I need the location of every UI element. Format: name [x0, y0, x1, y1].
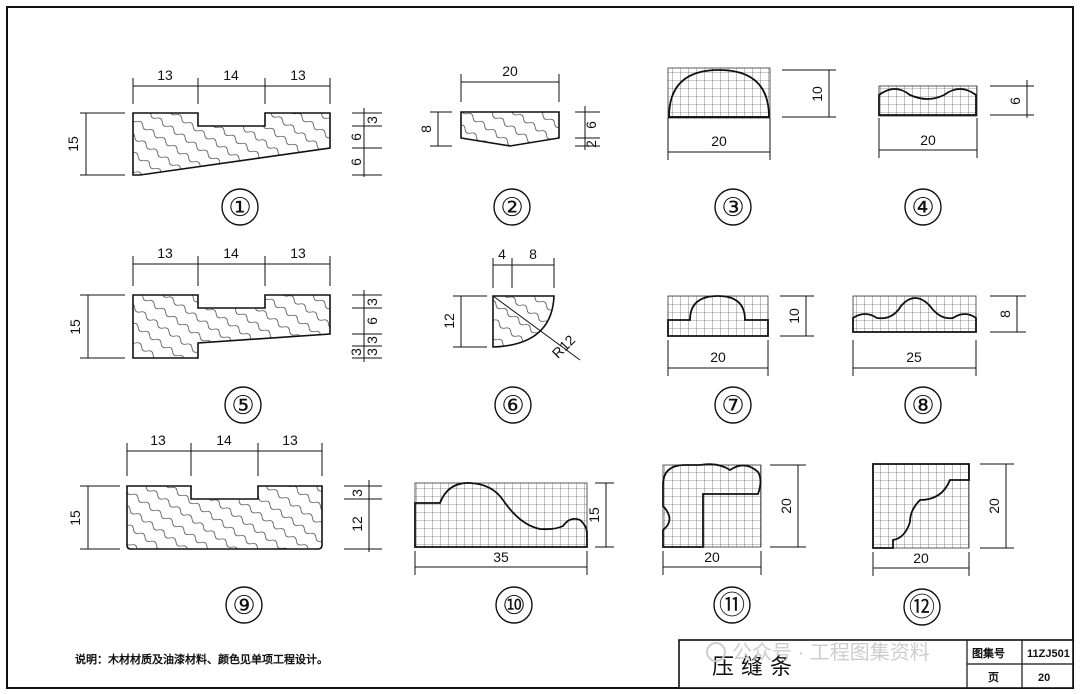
title-block-atlas-code: 11ZJ501 [1027, 648, 1070, 660]
figure-4: 20 6 ④ [878, 80, 1034, 226]
figure-1-dim-r2: 6 [348, 133, 364, 141]
figure-9-dim-c: 13 [282, 432, 298, 448]
figure-4-number: ④ [911, 192, 934, 222]
figure-7-number: ⑦ [721, 390, 744, 420]
figure-5-dim-c: 13 [290, 245, 306, 261]
figure-10-number: ⑩ [502, 590, 525, 620]
figure-2-number: ② [500, 192, 523, 222]
figure-11-dim-width: 20 [704, 549, 720, 565]
figure-11-number: ⑪ [719, 590, 745, 620]
title-block: 压 缝 条 图集号 11ZJ501 页 20 [678, 639, 1074, 689]
figure-1: 13 14 13 15 3 6 6 ① [65, 67, 382, 226]
figure-2-dim-r2: 2 [583, 140, 599, 148]
figure-5: 13 14 13 15 3 6 3 3 3 ⑤ [67, 245, 382, 424]
figure-5-dim-b: 14 [223, 245, 239, 261]
title-block-page-label: 页 [988, 671, 999, 684]
figure-3-dim-width: 20 [711, 133, 727, 149]
figure-10-profile [414, 482, 588, 548]
figure-7-dim-width: 20 [710, 349, 726, 365]
figure-5-dim-r5: 3 [364, 348, 380, 356]
figure-5-profile [132, 294, 331, 359]
figure-5-dim-r2: 6 [364, 317, 380, 325]
figure-6-dim-a: 4 [498, 246, 506, 262]
figure-3: 20 10 ③ [667, 67, 836, 226]
figure-2: 20 8 6 2 ② [418, 63, 600, 226]
figure-9-dim-a: 13 [150, 432, 166, 448]
figure-8: 25 8 ⑧ [852, 295, 1026, 424]
wechat-icon [706, 642, 726, 662]
figure-9-number: ⑨ [232, 590, 255, 620]
figure-2-dim-width: 20 [502, 63, 518, 79]
figure-4-dim-height: 6 [1007, 97, 1023, 105]
figure-9-dim-r1: 3 [349, 489, 365, 497]
figure-3-dim-height: 10 [809, 86, 825, 102]
figure-12-dim-height: 20 [986, 498, 1002, 514]
figure-1-profile [132, 112, 331, 176]
figure-1-dim-b: 14 [223, 67, 239, 83]
title-block-atlas-label: 图集号 [972, 646, 1005, 660]
figure-9-profile [126, 485, 323, 550]
figure-9-dim-b: 14 [216, 432, 232, 448]
figure-2-profile [460, 111, 560, 147]
figure-6: R12 4 8 12 ⑥ [441, 246, 581, 424]
figure-5-dim-r3: 3 [364, 336, 380, 344]
figure-12: 20 20 ⑫ [872, 463, 1014, 626]
figure-9-dim-height: 15 [67, 510, 83, 526]
figure-6-dim-height: 12 [441, 313, 457, 329]
figure-7-profile [667, 295, 769, 337]
figure-2-dim-r1: 6 [583, 121, 599, 129]
figure-6-profile [492, 295, 555, 348]
figure-7-dim-height: 10 [786, 308, 802, 324]
figure-6-number: ⑥ [501, 390, 524, 420]
title-block-title: 压 缝 条 [712, 655, 792, 680]
figure-12-profile [872, 463, 970, 549]
watermark: 公众号 · 工程图集资料 [706, 641, 930, 664]
figure-11-profile [662, 463, 762, 548]
figure-4-profile [878, 88, 977, 116]
figure-8-dim-height: 8 [997, 310, 1013, 318]
figure-10: 35 15 ⑩ [414, 482, 614, 624]
figure-8-number: ⑧ [911, 390, 934, 420]
figure-5-number: ⑤ [231, 390, 254, 420]
figure-3-profile [668, 69, 770, 118]
figure-2-dim-height: 8 [418, 125, 434, 133]
figure-1-dim-height: 15 [65, 136, 81, 152]
watermark-text: 公众号 · 工程图集资料 [732, 641, 930, 664]
figure-1-dim-r3: 6 [348, 158, 364, 166]
figure-11-dim-height: 20 [778, 498, 794, 514]
figure-10-dim-width: 35 [493, 549, 509, 565]
figure-10-dim-height: 15 [586, 507, 602, 523]
figure-9-dim-r2: 12 [349, 516, 365, 532]
figure-8-profile [852, 297, 977, 333]
figure-5-dim-r4: 3 [348, 348, 364, 356]
figure-4-dim-width: 20 [920, 132, 936, 148]
figure-12-dim-width: 20 [913, 550, 929, 566]
figure-9: 13 14 13 15 3 12 ⑨ [67, 432, 382, 624]
figure-1-number: ① [228, 192, 251, 222]
figure-5-dim-r1: 3 [364, 298, 380, 306]
figure-5-dim-a: 13 [157, 245, 173, 261]
design-note: 说明：木材材质及油漆材料、颜色见单项工程设计。 [75, 652, 328, 666]
figure-12-number: ⑫ [909, 592, 935, 622]
title-block-page-number: 20 [1038, 672, 1050, 684]
figure-1-dim-r1: 3 [364, 116, 380, 124]
figure-6-dim-b: 8 [529, 246, 537, 262]
figure-6-dim-radius: R12 [549, 332, 579, 362]
figure-5-dim-height: 15 [67, 319, 83, 335]
figure-3-number: ③ [721, 192, 744, 222]
figure-11: 20 20 ⑪ [662, 463, 806, 624]
figure-1-dim-c: 13 [290, 67, 306, 83]
sheet-border [6, 6, 1074, 689]
figure-8-dim-width: 25 [906, 349, 922, 365]
figure-7: 20 10 ⑦ [667, 295, 814, 424]
figure-1-dim-a: 13 [157, 67, 173, 83]
